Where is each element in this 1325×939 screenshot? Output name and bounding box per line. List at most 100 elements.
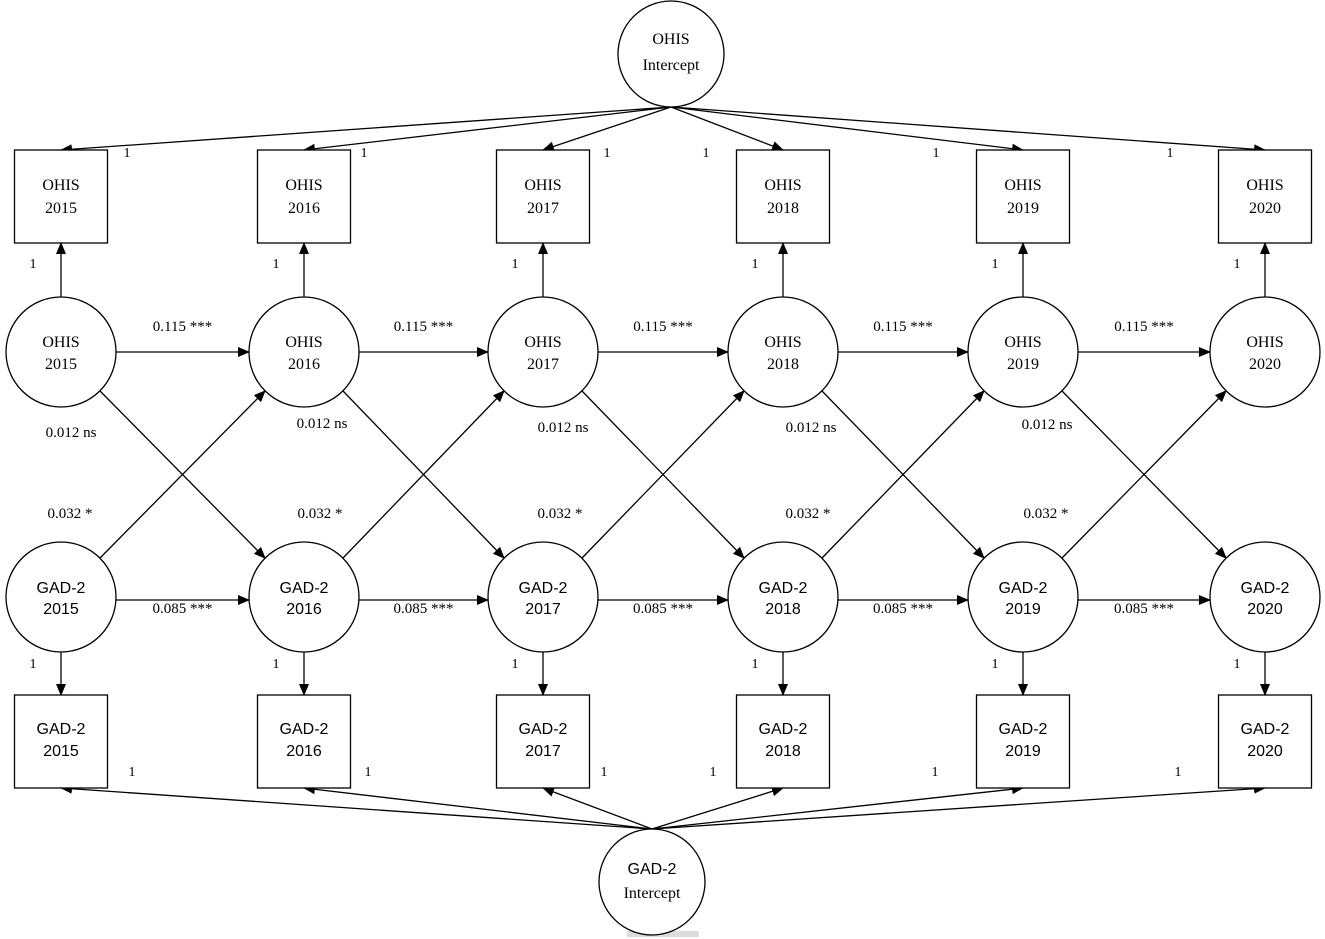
gad-intercept-loading-2016 bbox=[303, 784, 653, 830]
ohis-observed-year-2016: 2016 bbox=[288, 200, 320, 217]
ohis-intercept-loading-2015 bbox=[60, 106, 672, 155]
ohis-measurement-value-2016: 1 bbox=[273, 257, 280, 272]
ohis-latent-node-2020 bbox=[1209, 296, 1321, 408]
gad-observed-box-2016 bbox=[256, 694, 352, 789]
ohis-intercept-loading-2017 bbox=[542, 106, 672, 152]
gad-observed-box-2018 bbox=[735, 694, 831, 789]
gad-to-ohis-cross-lag-2017-2018 bbox=[581, 390, 745, 559]
ohis-latent-label-2016: OHIS bbox=[285, 334, 322, 351]
ohis-to-gad-value-2019: 0.012 ns bbox=[1022, 417, 1073, 433]
gad-latent-year-2018: 2018 bbox=[765, 601, 801, 618]
ohis-latent-year-2017: 2017 bbox=[527, 356, 559, 373]
ohis-measurement-value-2015: 1 bbox=[30, 257, 37, 272]
ohis-latent-node-2016 bbox=[248, 296, 360, 408]
gad-observed-year-2016: 2016 bbox=[286, 743, 322, 760]
ohis-autoregressive-value-2016: 0.115 *** bbox=[394, 319, 453, 335]
ohis-observed-label-2018: OHIS bbox=[764, 177, 801, 194]
gad-to-ohis-value-2019: 0.032 * bbox=[1024, 506, 1069, 522]
gad-measurement-value-2018: 1 bbox=[752, 657, 759, 672]
gad-intercept-loading-value-2015: 1 bbox=[129, 765, 136, 780]
gad-autoregressive-value-2017: 0.085 *** bbox=[633, 601, 693, 617]
ohis-intercept-node: OHIS Intercept bbox=[617, 0, 725, 108]
gad-latent-node-2018 bbox=[727, 541, 839, 653]
gad-observed-label-2017: GAD-2 bbox=[519, 721, 568, 738]
gad-observed-box-2020 bbox=[1217, 694, 1313, 789]
gad-observed-box-2019 bbox=[975, 694, 1071, 789]
ohis-intercept-loading-value-2018: 1 bbox=[703, 146, 710, 161]
ohis-observed-box-2015 bbox=[13, 149, 109, 244]
ohis-latent-node-2015 bbox=[5, 296, 117, 408]
gad-measurement-value-2016: 1 bbox=[273, 657, 280, 672]
gad-to-ohis-cross-lag-2015-2016 bbox=[99, 390, 266, 559]
edges-layer bbox=[56, 106, 1270, 830]
ohis-to-gad-value-2018: 0.012 ns bbox=[786, 420, 837, 436]
ohis-latent-label-2015: OHIS bbox=[42, 334, 79, 351]
gad-observed-label-2015: GAD-2 bbox=[37, 721, 86, 738]
gad-latent-node-2020 bbox=[1209, 541, 1321, 653]
gad-observed-label-2016: GAD-2 bbox=[280, 721, 329, 738]
ohis-latent-year-2020: 2020 bbox=[1249, 356, 1281, 373]
ohis-autoregressive-value-2019: 0.115 *** bbox=[1114, 319, 1173, 335]
ohis-latent-label-2017: OHIS bbox=[524, 334, 561, 351]
gad-latent-label-2020: GAD-2 bbox=[1241, 580, 1290, 597]
gad-latent-year-2015: 2015 bbox=[43, 601, 79, 618]
ohis-to-gad-value-2017: 0.012 ns bbox=[538, 420, 589, 436]
ohis-intercept-loading-value-2020: 1 bbox=[1167, 146, 1174, 161]
ohis-observed-box-2016 bbox=[256, 149, 352, 244]
ohis-latent-year-2018: 2018 bbox=[767, 356, 799, 373]
ohis-observed-year-2020: 2020 bbox=[1249, 200, 1281, 217]
gad-latent-node-2016 bbox=[248, 541, 360, 653]
gad-observed-label-2020: GAD-2 bbox=[1241, 721, 1290, 738]
gad-intercept-node: GAD-2 Intercept bbox=[598, 828, 706, 936]
gad-autoregressive-value-2019: 0.085 *** bbox=[1114, 601, 1174, 617]
gad-to-ohis-value-2017: 0.032 * bbox=[538, 506, 583, 522]
gad-measurement-value-2019: 1 bbox=[992, 657, 999, 672]
gad-latent-label-2017: GAD-2 bbox=[519, 580, 568, 597]
gad-measurement-value-2015: 1 bbox=[30, 657, 37, 672]
gad-intercept-loading-value-2017: 1 bbox=[601, 765, 608, 780]
gad-latent-year-2019: 2019 bbox=[1005, 601, 1041, 618]
gad-intercept-loading-2015 bbox=[60, 783, 653, 830]
gad-latent-label-2016: GAD-2 bbox=[280, 580, 329, 597]
ohis-latent-label-2020: OHIS bbox=[1246, 334, 1283, 351]
ohis-observed-label-2016: OHIS bbox=[285, 177, 322, 194]
gad-measurement-value-2020: 1 bbox=[1234, 657, 1241, 672]
gad-latent-node-2015 bbox=[5, 541, 117, 653]
gad-measurement-value-2017: 1 bbox=[512, 657, 519, 672]
gad-intercept-loading-value-2016: 1 bbox=[365, 765, 372, 780]
ohis-intercept-loading-2018 bbox=[670, 106, 784, 151]
ohis-autoregressive-value-2015: 0.115 *** bbox=[153, 319, 212, 335]
ohis-observed-label-2017: OHIS bbox=[524, 177, 561, 194]
nodes-layer bbox=[5, 149, 1321, 789]
ohis-observed-label-2019: OHIS bbox=[1004, 177, 1041, 194]
ohis-observed-box-2018 bbox=[735, 149, 831, 244]
gad-observed-label-2018: GAD-2 bbox=[759, 721, 808, 738]
ohis-latent-node-2017 bbox=[487, 296, 599, 408]
ohis-intercept-loading-value-2017: 1 bbox=[604, 146, 611, 161]
ohis-latent-node-2019 bbox=[967, 296, 1079, 408]
ohis-intercept-loading-value-2015: 1 bbox=[124, 146, 131, 161]
gad-intercept-label-2: Intercept bbox=[624, 885, 681, 902]
gad-latent-label-2018: GAD-2 bbox=[759, 580, 808, 597]
gad-to-ohis-value-2015: 0.032 * bbox=[48, 506, 93, 522]
ohis-observed-year-2018: 2018 bbox=[767, 200, 799, 217]
gad-to-ohis-cross-lag-2016-2017 bbox=[342, 390, 505, 559]
gad-latent-year-2017: 2017 bbox=[525, 601, 561, 618]
ohis-intercept-label-2: Intercept bbox=[643, 57, 700, 74]
gad-intercept-loading-value-2020: 1 bbox=[1175, 765, 1182, 780]
gad-to-ohis-value-2018: 0.032 * bbox=[786, 506, 831, 522]
gad-observed-year-2018: 2018 bbox=[765, 743, 801, 760]
ohis-intercept-loading-2016 bbox=[303, 106, 672, 154]
gad-intercept-loading-2020 bbox=[651, 783, 1266, 830]
ohis-latent-year-2016: 2016 bbox=[288, 356, 320, 373]
ohis-observed-year-2017: 2017 bbox=[527, 200, 559, 217]
ohis-to-gad-value-2015: 0.012 ns bbox=[46, 425, 97, 441]
gad-intercept-loading-2019 bbox=[651, 784, 1024, 830]
ohis-measurement-value-2017: 1 bbox=[512, 257, 519, 272]
gad-latent-label-2019: GAD-2 bbox=[999, 580, 1048, 597]
ohis-latent-label-2019: OHIS bbox=[1004, 334, 1041, 351]
ohis-observed-box-2020 bbox=[1217, 149, 1313, 244]
ohis-intercept-loading-value-2016: 1 bbox=[361, 146, 368, 161]
gad-autoregressive-value-2016: 0.085 *** bbox=[394, 601, 454, 617]
